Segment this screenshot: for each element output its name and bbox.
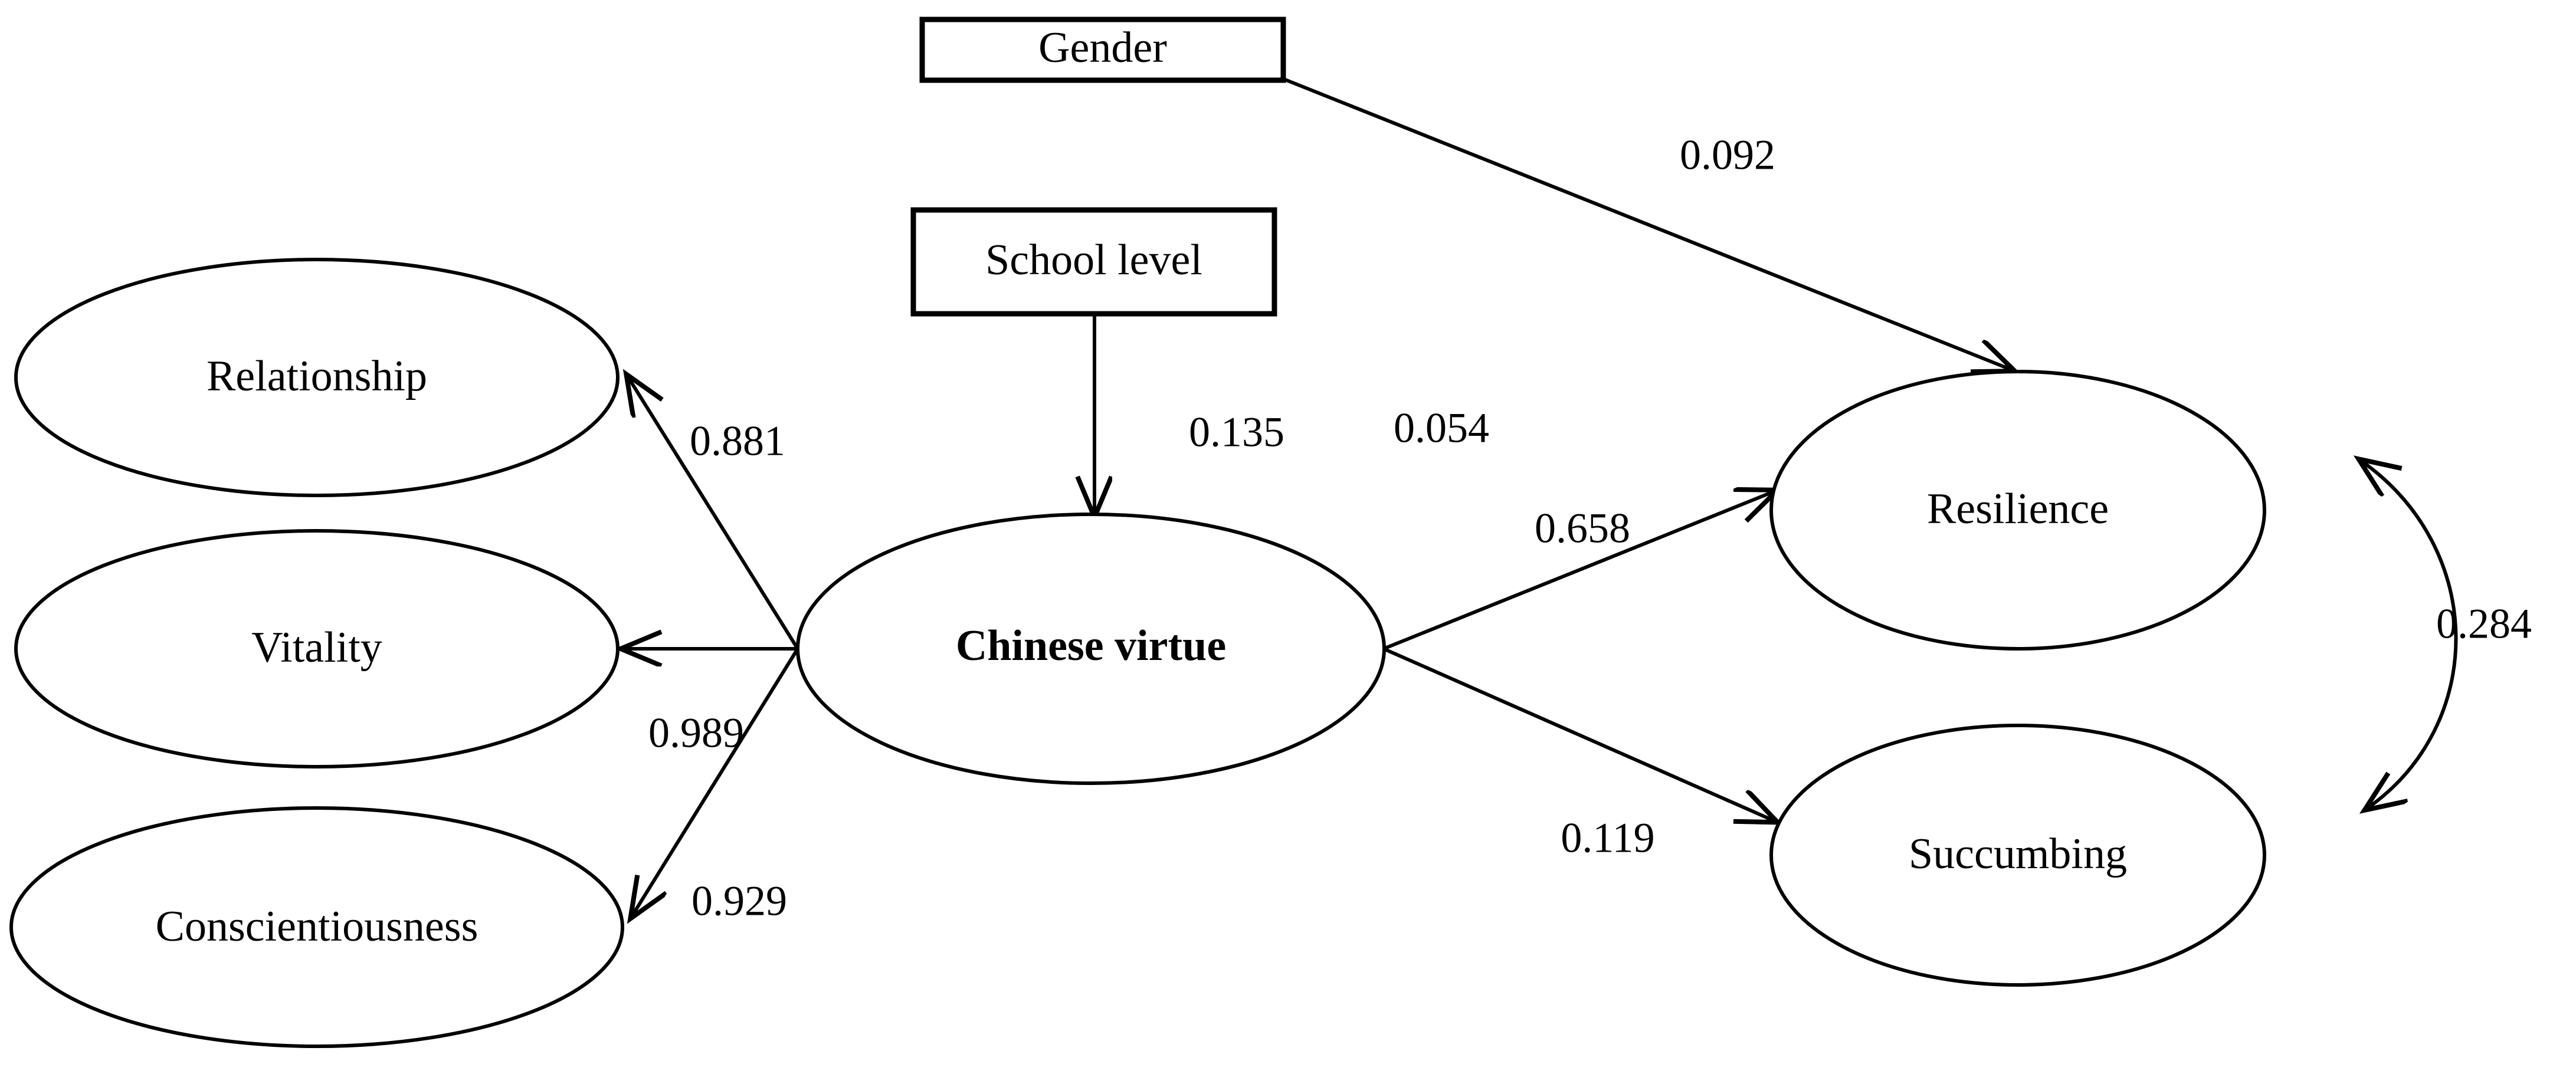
edge-chinese-virtue-to-succumbing — [1382, 647, 1776, 822]
node-relationship[interactable]: Relationship — [14, 258, 620, 497]
edge-label-chinese-virtue-relationship: 0.881 — [690, 418, 785, 465]
edge-label-chinese-virtue-resilience: 0.658 — [1535, 505, 1630, 552]
node-succumbing[interactable]: Succumbing — [1769, 724, 2266, 987]
conscientiousness-label: Conscientiousness — [156, 902, 479, 951]
node-gender[interactable]: Gender — [919, 17, 1286, 83]
resilience-ellipse-shape — [1769, 370, 2266, 651]
chinese-virtue-label: Chinese virtue — [956, 622, 1226, 670]
succumbing-label: Succumbing — [1909, 830, 2127, 878]
edge-label-chinese-virtue-vitality: 0.989 — [648, 710, 744, 757]
edge-label-chinese-virtue-conscientiousness: 0.929 — [691, 878, 787, 925]
relationship-ellipse-shape — [14, 258, 620, 497]
gender-label: Gender — [1038, 24, 1167, 72]
school-level-label: School level — [985, 236, 1202, 284]
node-resilience[interactable]: Resilience — [1769, 370, 2266, 651]
edge-chinese-virtue-to-conscientiousness — [631, 648, 799, 917]
node-vitality[interactable]: Vitality — [14, 529, 620, 768]
edge-chinese-virtue-to-resilience — [1382, 491, 1776, 651]
edge-label-resilience-succumbing: 0.284 — [2436, 600, 2532, 648]
edge-gender-to-resilience — [1284, 78, 2013, 370]
vitality-label: Vitality — [251, 623, 382, 672]
succumbing-ellipse-shape — [1769, 724, 2266, 987]
chinese-virtue-ellipse-shape — [796, 513, 1386, 785]
node-school-level[interactable]: School level — [910, 207, 1277, 317]
node-conscientiousness[interactable]: Conscientiousness — [9, 806, 624, 1048]
relationship-label: Relationship — [207, 352, 427, 400]
edge-label-school-level-chinese-virtue: 0.135 — [1189, 409, 1284, 456]
vitality-ellipse-shape — [14, 529, 620, 768]
edge-label-gender-chinese-virtue: 0.054 — [1394, 405, 1489, 452]
edge-label-chinese-virtue-succumbing: 0.119 — [1561, 814, 1654, 862]
gender-box-shape — [919, 17, 1286, 83]
resilience-label: Resilience — [1927, 485, 2109, 533]
edge-resilience-succumbing-covariance — [2360, 460, 2458, 809]
node-chinese-virtue[interactable]: Chinese virtue — [796, 513, 1386, 785]
edge-chinese-virtue-to-relationship — [627, 376, 799, 650]
conscientiousness-ellipse-shape — [9, 806, 624, 1048]
edge-label-gender-resilience: 0.092 — [1680, 132, 1775, 179]
school-level-box-shape — [910, 207, 1277, 317]
